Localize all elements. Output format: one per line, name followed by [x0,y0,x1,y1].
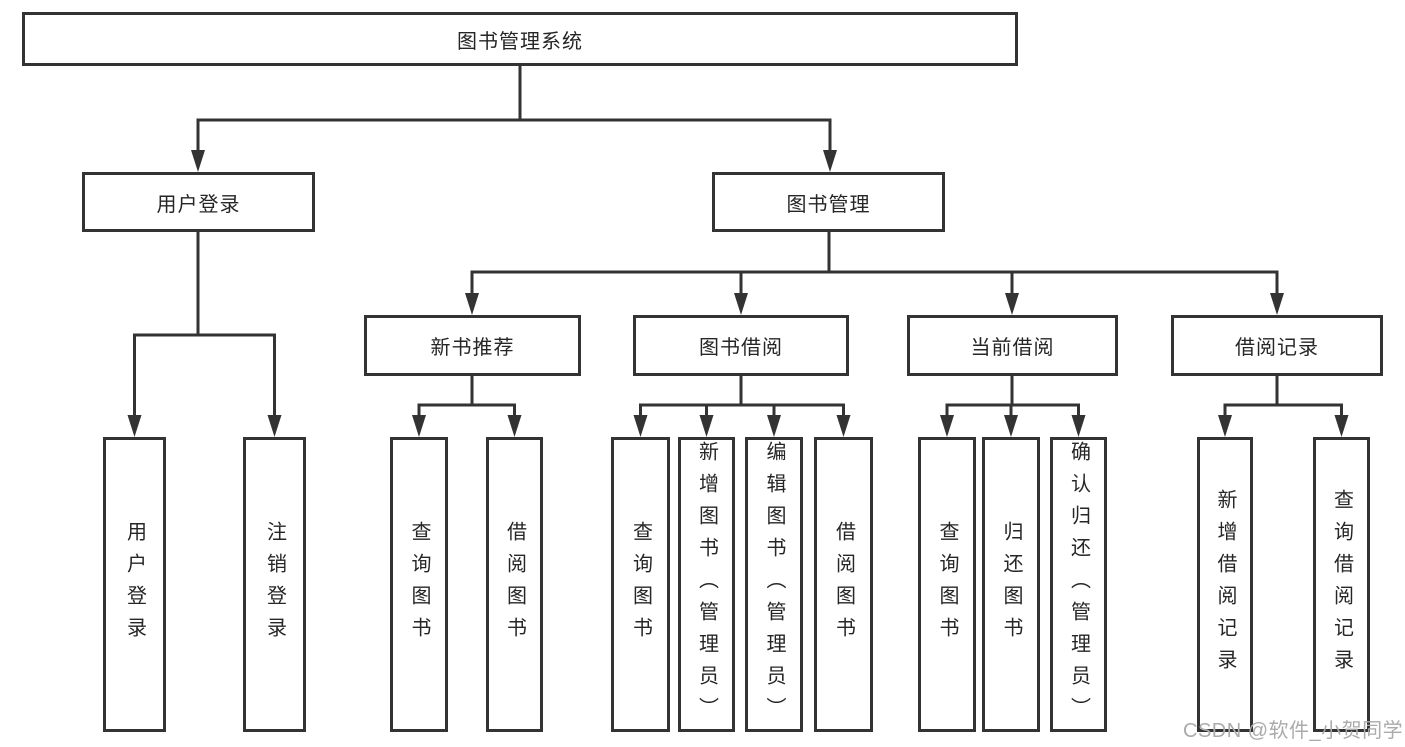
node-book-borrow: 图书借阅 [633,315,849,376]
node-book-management: 图书管理 [712,172,945,232]
leaf-confirm-return-admin: 确认归还（管理员） [1050,437,1107,732]
node-label: 查询图书 [629,520,652,649]
node-new-book-recommend: 新书推荐 [364,315,581,376]
node-label: 编辑图书（管理员） [763,440,785,729]
leaf-return-books: 归还图书 [982,437,1040,732]
node-label: 新增借阅记录 [1214,488,1236,681]
node-label: 图书借阅 [699,337,783,359]
node-label: 查询图书 [408,520,430,649]
node-label: 借阅图书 [832,520,855,649]
node-label: 用户登录 [123,520,146,649]
node-label: 归还图书 [1000,520,1022,649]
leaf-query-borrow-record: 查询借阅记录 [1313,437,1370,732]
leaf-logout: 注销登录 [243,437,306,732]
leaf-query-books: 查询图书 [390,437,448,732]
node-label: 借阅图书 [503,520,526,649]
node-label: 查询借阅记录 [1330,488,1353,681]
leaf-user-login: 用户登录 [103,437,166,732]
leaf-borrow-books: 借阅图书 [814,437,873,732]
node-borrow-records: 借阅记录 [1171,315,1383,376]
node-label: 当前借阅 [970,337,1055,359]
leaf-add-borrow-record: 新增借阅记录 [1197,437,1253,732]
node-label: 新书推荐 [430,337,515,359]
node-current-borrow: 当前借阅 [907,315,1118,376]
node-label: 图书管理系统 [457,30,583,53]
node-label: 确认归还（管理员） [1067,440,1090,729]
node-label: 注销登录 [263,520,286,649]
node-label: 借阅记录 [1235,337,1319,359]
leaf-borrow-books: 借阅图书 [486,437,543,732]
node-label: 新增图书（管理员） [695,440,718,729]
node-label: 用户登录 [156,193,241,216]
node-user-login: 用户登录 [82,172,315,232]
leaf-query-books: 查询图书 [918,437,976,732]
node-label: 查询图书 [936,520,958,649]
leaf-add-books-admin: 新增图书（管理员） [678,437,735,732]
node-label: 图书管理 [786,193,871,216]
csdn-watermark: CSDN @软件_小贺同学 [1183,720,1404,742]
leaf-edit-books-admin: 编辑图书（管理员） [745,437,803,732]
leaf-query-books: 查询图书 [611,437,670,732]
node-root-system: 图书管理系统 [22,12,1018,66]
